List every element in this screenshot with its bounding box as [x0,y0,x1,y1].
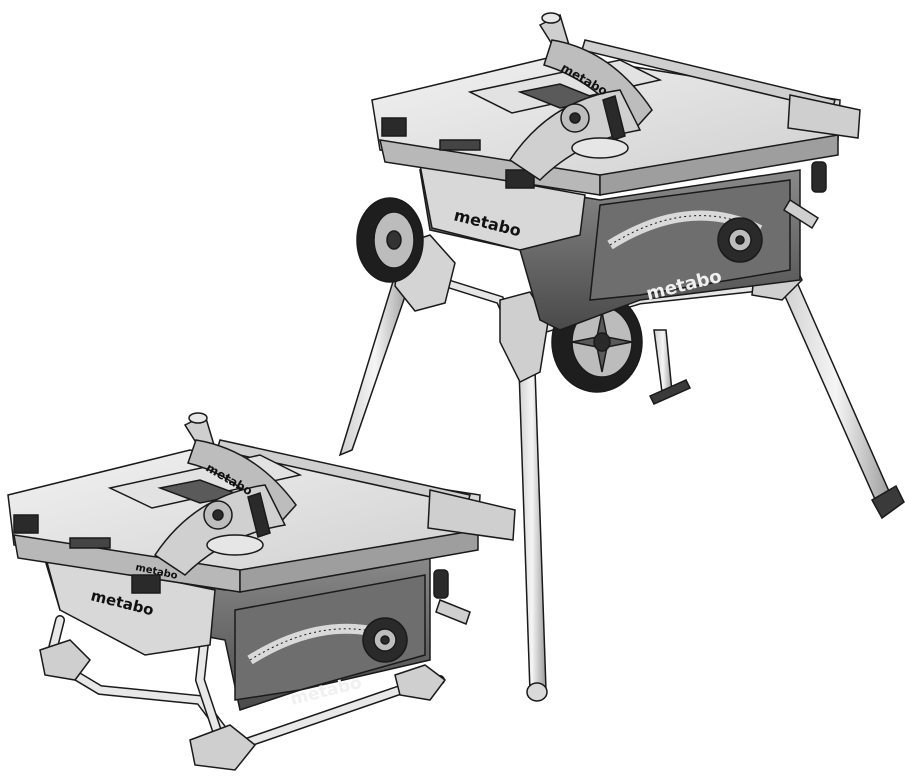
fence-knob [782,161,827,230]
folded-side-knob [433,569,471,625]
saw-on-stand: metabo metabo [338,12,905,702]
folded-frame [39,585,447,771]
saw-body [419,164,801,331]
saw-folded: metabo metabo metabo metabo [7,412,516,771]
blade-guard [508,12,653,181]
folded-blade-guard [153,412,297,576]
wheel-left [356,197,424,283]
